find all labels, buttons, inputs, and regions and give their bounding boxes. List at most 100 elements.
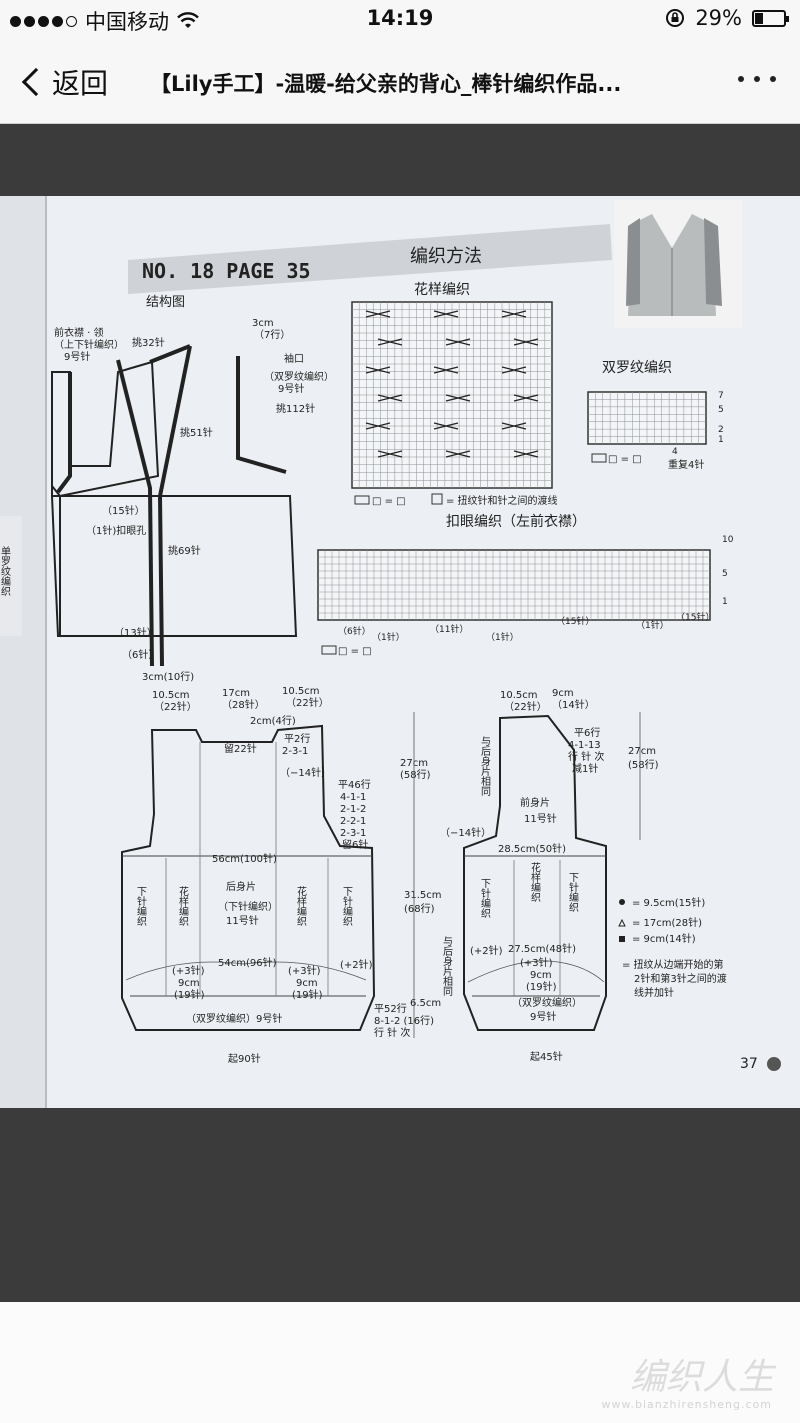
front-col-purl-l: 下针编织 (479, 878, 491, 919)
bh-st15a: （15针） (556, 615, 594, 627)
page-bottom (0, 1302, 800, 1423)
back-keep22: 留22针 (224, 742, 257, 755)
back-ping52: 平52行 (374, 1002, 407, 1015)
st15-label: （15针） (102, 504, 145, 517)
back-plus3a: (+3针) (172, 964, 205, 977)
front-start: 起45针 (530, 1050, 563, 1063)
marker-note1: = 扭纹从边端开始的第 (622, 958, 724, 971)
pattern-title: 花样编织 (414, 282, 470, 298)
marker2: = 17cm(28针) (632, 916, 702, 929)
pattern-diagram: 单罗纹编织 NO. 18 PAGE 35 编织方法 结构图 花样编织 双罗纹编织… (0, 196, 781, 1108)
bh-st1c: （1针） (636, 619, 669, 631)
marker1: = 9.5cm(15针) (632, 896, 705, 909)
back-h27r: (58行) (400, 768, 431, 781)
bottom-cm-label: 3cm(10行) (142, 670, 194, 683)
back-width56: 56cm(100针) (212, 852, 277, 865)
rib-row5: 5 (718, 405, 724, 415)
status-right: 29% (665, 6, 789, 30)
front-same-as-back2: 与后身片相同 (441, 936, 453, 997)
wifi-icon (177, 12, 199, 28)
header-title: 编织方法 (410, 246, 482, 267)
front-ping6: 平6行 (574, 726, 600, 739)
back-s231: 2-3-1 (340, 828, 366, 839)
rib-row2: 2 (718, 425, 724, 435)
front-width275: 27.5cm(48针) (508, 942, 576, 955)
bh-st6: （6针） (338, 625, 371, 637)
more-menu-button[interactable] (738, 76, 776, 82)
back-st19b: (19针) (292, 988, 323, 1001)
back-w-right: 10.5cm (282, 686, 320, 697)
back-s8116: 8-1-2 (16行) (374, 1014, 434, 1027)
front-w-left-st: （22针） (504, 700, 547, 713)
front-rib-needle: 9号针 (530, 1010, 556, 1023)
rib-repeat: 重复4针 (668, 458, 704, 471)
back-st19a: (19针) (174, 988, 205, 1001)
back-rowst: 行 针 次 (374, 1026, 410, 1039)
front-s4113: 4-1-13 (568, 740, 601, 751)
watermark-logo: 编织人生 (629, 1357, 774, 1398)
buttonhole-chart: 10 5 1 （6针） （1针） （11针） （1针） （15针） （1针） （… (317, 535, 734, 657)
back-w-left: 10.5cm (152, 690, 190, 701)
back-width54: 54cm(96针) (218, 956, 277, 969)
back-keep6: 留6针 (342, 838, 368, 851)
front-h27: 27cm (628, 746, 656, 757)
back-rib: （双罗纹编织）9号针 (186, 1012, 282, 1025)
chevron-left-icon (21, 67, 51, 97)
marker-note3: 线并加针 (634, 986, 674, 999)
bh-legend: □ = □ (338, 646, 372, 657)
back-neck-cm: 2cm(4行) (250, 714, 296, 727)
rib-st4: 4 (672, 447, 678, 457)
carrier-name: 中国移动 (85, 10, 169, 34)
back-h315r: (68行) (404, 902, 435, 915)
back-s411: 4-1-1 (340, 792, 366, 803)
rib-legend: □ = □ (608, 454, 642, 465)
pick32-label: 挑32针 (132, 336, 165, 349)
back-s212: 2-1-2 (340, 804, 366, 815)
bh-row1: 1 (722, 597, 728, 607)
front-plus2: (+2针) (470, 944, 503, 957)
buttonhole-title: 扣眼编织（左前衣襟） (446, 513, 586, 530)
back-w-right-st: （22针） (286, 696, 329, 709)
back-col-pattern-r: 花样编织 (295, 885, 307, 927)
armhole-label: 袖口 (284, 352, 304, 365)
front-minus14: （−14针） (440, 826, 491, 839)
st6-label: （6针） (122, 648, 158, 661)
front-w-right-st: （14针） (552, 698, 595, 711)
page-title: 【Lily手工】-温暖-给父亲的背心_棒针编织作品... (150, 72, 622, 96)
battery-icon (752, 9, 789, 27)
pattern-legend-twist: = 扭纹针和针之间的渡线 (446, 494, 558, 507)
placket-title: 前衣襟 · 领 (54, 326, 104, 339)
back-w-left-st: （22针） (154, 700, 197, 713)
page-dot-icon (767, 1057, 781, 1071)
front-col-purl-r: 下针编织 (567, 872, 579, 913)
front-needle: 11号针 (524, 812, 557, 825)
bh-st1a: （1针） (372, 631, 405, 643)
front-same-as-back: 与后身片相同 (479, 736, 491, 797)
front-w-right: 9cm (552, 688, 574, 699)
book-gutter (0, 196, 46, 1108)
front-piece-diagram: 10.5cm （22针） 9cm （14针） 与后身片相同 平6行 4-1-13… (440, 688, 659, 1063)
side-tab-label: 单罗纹编织 (0, 546, 11, 597)
bh-row10: 10 (722, 535, 734, 545)
marker-note2: 2针和第3针之间的渡 (634, 972, 727, 985)
front-rib: （双罗纹编织） (512, 996, 582, 1009)
back-button[interactable]: 返回 (18, 62, 108, 102)
back-cm9b: 9cm (296, 978, 318, 989)
back-ping46: 平46行 (338, 778, 371, 791)
back-needle: 11号针 (226, 914, 259, 927)
front-w-left: 10.5cm (500, 690, 538, 701)
front-rowst: 行 针 次 (568, 750, 604, 763)
back-col-purl-l: 下针编织 (135, 886, 147, 927)
rib-row1: 1 (718, 435, 724, 445)
back-start: 起90针 (228, 1052, 261, 1065)
placket-needle: 9号针 (64, 350, 90, 363)
orientation-lock-icon (666, 9, 685, 27)
header-code: NO. 18 PAGE 35 (142, 259, 311, 283)
back-h65: 6.5cm (410, 998, 441, 1009)
back-piece-diagram: 10.5cm （22针） 17cm （28针） 10.5cm （22针） 2cm… (121, 686, 442, 1065)
pick69-label: 挑69针 (168, 544, 201, 557)
back-ping2: 平2行 (284, 732, 310, 745)
signal-strength-icon (10, 15, 77, 27)
back-plus3b: (+3针) (288, 964, 321, 977)
back-col-pattern-l: 花样编织 (177, 885, 189, 927)
